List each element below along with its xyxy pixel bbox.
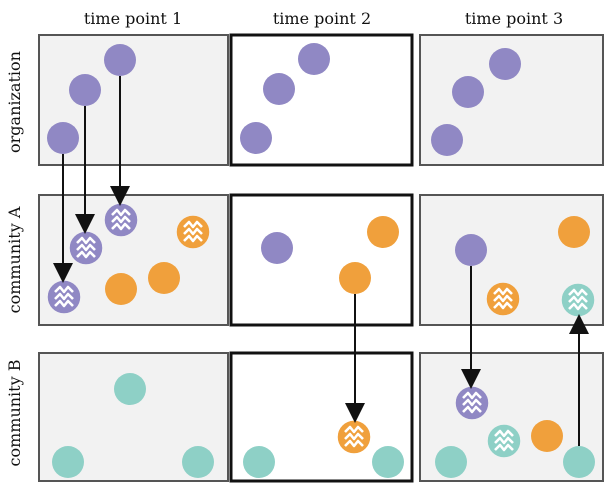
- org-t3-member-3-circle: [431, 124, 463, 156]
- hatch-pattern: [183, 220, 203, 243]
- hatch-pattern: [462, 391, 482, 414]
- comB-t2-member-2-circle: [372, 446, 404, 478]
- comB-t3-moved-in-2-hatched-circle: [487, 424, 521, 458]
- comB-t3-member-3-circle: [563, 446, 595, 478]
- comB-t3-member-2-circle: [435, 446, 467, 478]
- comB-t2-moved-in-1-hatched-circle: [337, 420, 371, 454]
- row-title-community-a: community A: [5, 206, 24, 313]
- column-title-2: time point 2: [273, 9, 371, 28]
- org-t2-member-3-circle: [240, 122, 272, 154]
- org-t2-member-1-circle: [298, 43, 330, 75]
- hatch-pattern: [76, 236, 96, 259]
- comA-t1-moved-in-4-hatched-circle: [176, 215, 210, 249]
- comA-t2-member-2-circle: [367, 216, 399, 248]
- org-t2-member-2-circle: [263, 73, 295, 105]
- comA-t3-member-2-circle: [558, 216, 590, 248]
- comB-t1-member-2-circle: [52, 446, 84, 478]
- hatch-pattern: [54, 285, 74, 308]
- comA-t3-member-1-circle: [455, 234, 487, 266]
- comB-t3-moved-in-1-hatched-circle: [455, 386, 489, 420]
- panel-community-a-t2: [229, 193, 414, 327]
- hatch-pattern: [111, 208, 131, 231]
- comA-t1-member-1-circle: [148, 262, 180, 294]
- comA-t1-moved-in-3-hatched-circle: [47, 280, 81, 314]
- comA-t2-member-1-circle: [261, 232, 293, 264]
- comA-t3-moved-in-1-hatched-circle: [486, 282, 520, 316]
- panel-grid: [38, 33, 604, 483]
- comB-t2-member-1-circle: [243, 446, 275, 478]
- comB-t1-member-3-circle: [182, 446, 214, 478]
- comA-t3-moved-in-2-hatched-circle: [561, 283, 595, 317]
- arrow-layer: [53, 76, 589, 446]
- row-title-organization: organization: [5, 51, 24, 153]
- org-t1-member-3-circle: [47, 122, 79, 154]
- comA-t1-member-2-circle: [105, 273, 137, 305]
- comB-t3-member-1-circle: [531, 420, 563, 452]
- org-t3-member-2-circle: [452, 76, 484, 108]
- hatch-pattern: [493, 287, 513, 310]
- comA-t1-moved-in-2-hatched-circle: [69, 231, 103, 265]
- org-t1-member-1-circle: [104, 44, 136, 76]
- comA-t1-moved-in-1-hatched-circle: [104, 203, 138, 237]
- comB-t1-member-1-circle: [114, 373, 146, 405]
- org-t1-member-2-circle: [69, 74, 101, 106]
- comA-t2-member-3-circle: [339, 262, 371, 294]
- hatch-pattern: [568, 288, 588, 311]
- hatch-pattern: [494, 429, 514, 452]
- hatch-pattern: [344, 425, 364, 448]
- row-title-community-b: community B: [5, 360, 24, 467]
- column-title-1: time point 1: [84, 9, 182, 28]
- circle-layer: [47, 43, 595, 478]
- column-title-3: time point 3: [465, 9, 563, 28]
- org-t3-member-1-circle: [489, 48, 521, 80]
